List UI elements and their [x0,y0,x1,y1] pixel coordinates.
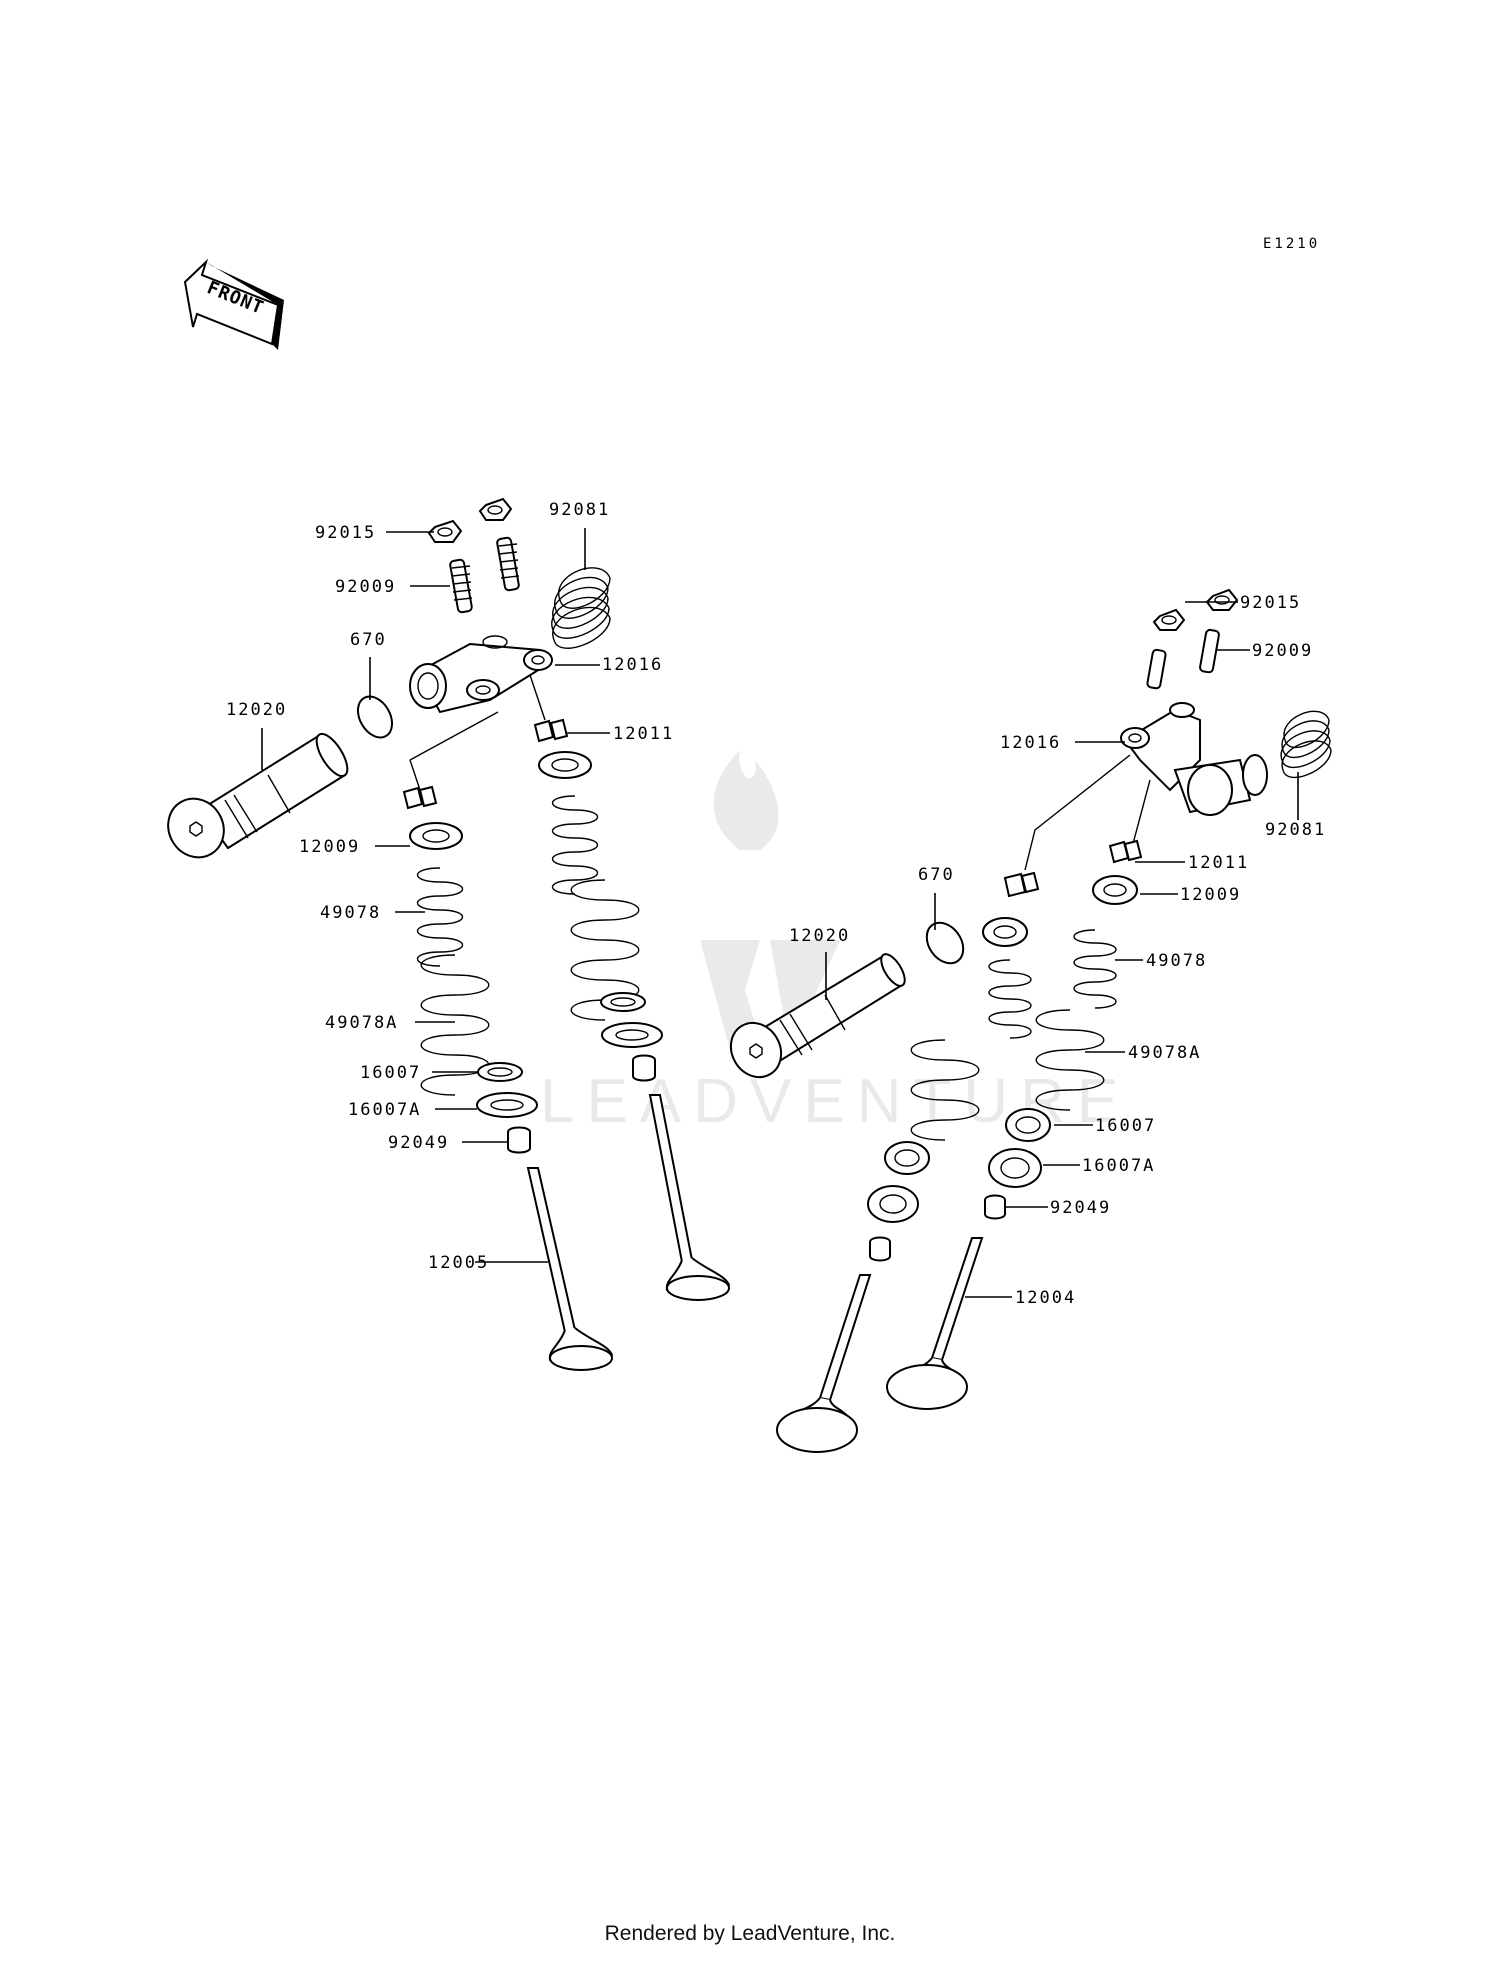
left-inner-spring-b [552,795,598,895]
left-retainer-b [538,751,592,779]
label-left-12005: 12005 [428,1253,489,1273]
label-right-92015: 92015 [1240,593,1301,613]
left-seat-b2 [601,1022,663,1048]
right-seat-b2 [988,1148,1042,1188]
label-right-12011: 12011 [1188,853,1249,873]
right-rocker-shaft [729,953,906,1079]
left-retainer-a [409,822,463,850]
left-stem-seal-b [632,1054,656,1082]
right-seat-a2 [867,1185,919,1223]
left-rocker-arm [409,635,553,714]
front-arrow-icon: FRONT [183,258,284,350]
right-seat-a [884,1141,930,1175]
left-nut-b [478,497,513,521]
label-right-12016: 12016 [1000,733,1061,753]
label-left-92015: 92015 [315,523,376,543]
left-outer-spring-a [420,954,490,1096]
left-o-ring [356,695,394,739]
left-screw-a [449,558,473,614]
right-retainer-a [982,917,1028,947]
label-left-12011: 12011 [613,724,674,744]
label-left-16007: 16007 [360,1063,421,1083]
label-right-49078a: 49078A [1128,1043,1201,1063]
label-left-92081: 92081 [549,500,610,520]
left-screw-b [496,536,520,592]
label-left-16007a: 16007A [348,1100,421,1120]
label-right-92009: 92009 [1252,641,1313,661]
right-outer-spring-b [1035,1009,1105,1111]
left-valve-a [526,1167,614,1371]
left-valve-b [648,1094,731,1301]
left-torsion-spring [551,567,611,649]
leader-lines [261,528,1299,1298]
label-left-92009: 92009 [335,577,396,597]
label-right-92049: 92049 [1050,1198,1111,1218]
right-cotter-b [1108,839,1143,864]
right-cotter-a [1003,871,1040,898]
label-right-49078: 49078 [1146,951,1207,971]
label-right-12009: 12009 [1180,885,1241,905]
label-right-670: 670 [918,865,955,885]
left-seat-a [477,1062,523,1082]
diagram-code: E1210 [1263,236,1320,252]
right-o-ring [925,921,965,965]
label-left-12016: 12016 [602,655,663,675]
left-seat-b [600,992,646,1012]
left-rocker-shaft [167,732,349,859]
right-valve-a [776,1274,872,1453]
right-valve-b [886,1237,984,1410]
left-cotter-a [402,785,438,810]
left-stem-seal-a [507,1126,531,1154]
right-outer-spring-a [910,1039,980,1141]
right-stem-seal-a [869,1236,891,1262]
right-nut-b [1205,588,1239,611]
right-seat-b [1005,1108,1051,1142]
left-seat-a2 [476,1092,538,1118]
label-right-12020: 12020 [789,926,850,946]
right-torsion-spring [1280,710,1332,779]
right-retainer-b [1092,875,1138,905]
left-cotter-b [533,718,569,743]
label-right-92081: 92081 [1265,820,1326,840]
right-screw-a [1146,648,1167,690]
right-nut-a [1152,608,1186,631]
label-left-12009: 12009 [299,837,360,857]
right-stem-seal-b [984,1194,1006,1220]
right-screw-b [1199,628,1220,674]
label-left-670: 670 [350,630,387,650]
left-nut-a [427,519,463,543]
right-inner-spring-b [1073,929,1117,1009]
label-left-49078: 49078 [320,903,381,923]
label-right-16007a: 16007A [1082,1156,1155,1176]
right-rocker-arm [1120,702,1268,816]
left-inner-spring-a [417,867,463,967]
label-left-12020: 12020 [226,700,287,720]
label-right-12004: 12004 [1015,1288,1076,1308]
label-left-92049: 92049 [388,1133,449,1153]
right-inner-spring-a [988,959,1032,1039]
footer-credit: Rendered by LeadVenture, Inc. [604,1922,896,1945]
label-left-49078a: 49078A [325,1013,398,1033]
label-right-16007: 16007 [1095,1116,1156,1136]
